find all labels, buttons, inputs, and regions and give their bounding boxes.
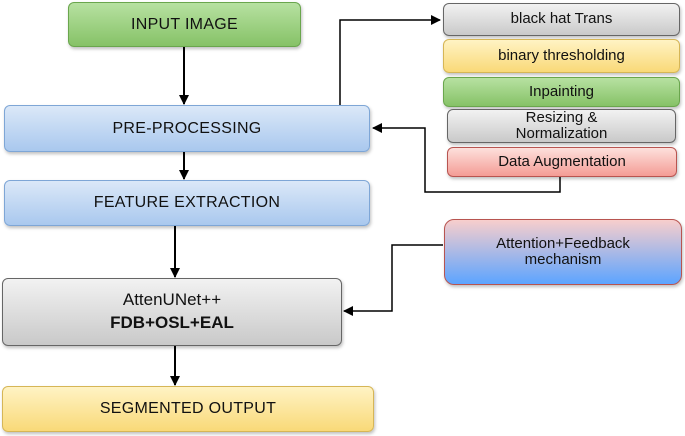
arrow-preprocessing-to-steps [339,15,441,105]
model-box: AttenUNet++ FDB+OSL+EAL [2,278,342,346]
attention-feedback-box: Attention+Feedback mechanism [444,219,682,285]
resizing-label: Resizing & [525,108,598,126]
segmented-output-label: SEGMENTED OUTPUT [99,400,277,418]
black-hat-box: black hat Trans [443,3,680,36]
preprocessing-box: PRE-PROCESSING [4,105,370,152]
data-augmentation-label: Data Augmentation [498,152,626,170]
binary-thresholding-box: binary thresholding [443,39,680,73]
input-image-box: INPUT IMAGE [68,2,301,47]
feature-extraction-box: FEATURE EXTRACTION [4,180,370,226]
binary-thresholding-label: binary thresholding [498,46,625,64]
data-augmentation-box: Data Augmentation [447,147,677,177]
resizing-normalization-box: Resizing & Normalization [447,109,676,143]
arrow-steps-to-preprocessing [372,123,561,193]
inpainting-label: Inpainting [528,82,595,100]
normalization-label: Normalization [515,125,608,142]
preprocessing-label: PRE-PROCESSING [112,119,262,137]
arrow-attention-to-model [343,244,443,316]
mechanism-label: mechanism [524,251,602,268]
attention-feedback-label: Attention+Feedback [496,234,630,252]
inpainting-box: Inpainting [443,77,680,107]
black-hat-label: black hat Trans [510,10,613,28]
input-image-label: INPUT IMAGE [130,15,239,33]
segmented-output-box: SEGMENTED OUTPUT [2,386,374,432]
feature-extraction-label: FEATURE EXTRACTION [93,194,281,212]
model-components-label: FDB+OSL+EAL [110,313,234,332]
model-name-label: AttenUNet++ [122,290,222,310]
